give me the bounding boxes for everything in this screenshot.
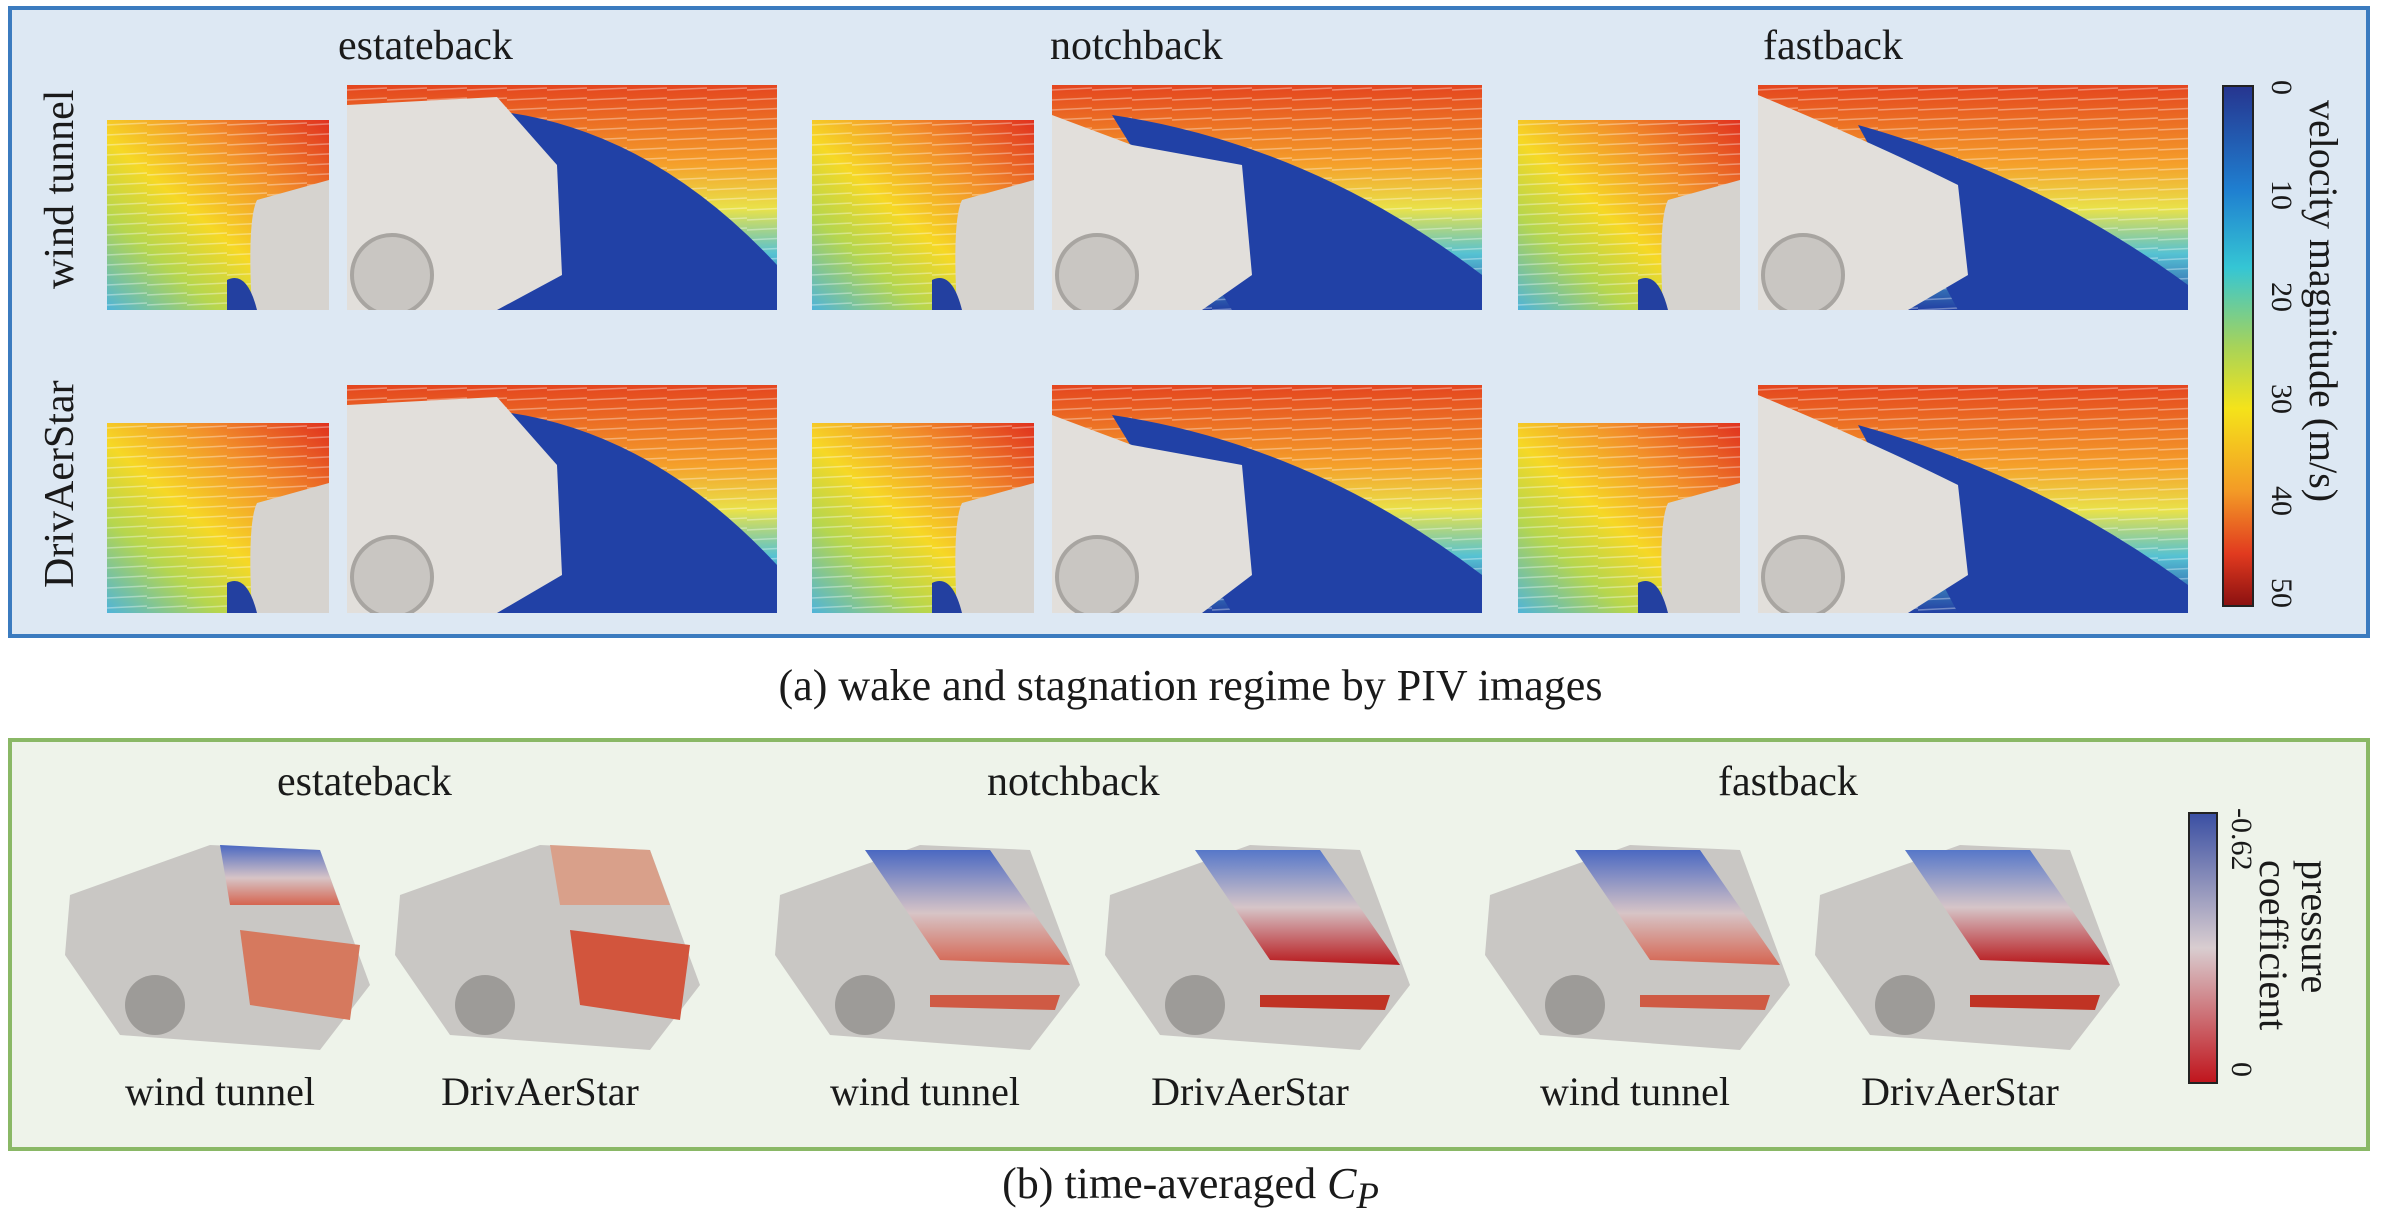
panel-b-sublabel-notchback-wind-tunnel: wind tunnel (830, 1069, 1020, 1114)
piv-wake-fastback-drivaerstar (1758, 385, 2188, 613)
panel-a-col-title-notchback: notchback (1050, 23, 1223, 69)
panel-b-sublabel-fastback-wind-tunnel: wind tunnel (1540, 1069, 1730, 1114)
panel-a-row-label-wind-tunnel: wind tunnel (37, 89, 83, 289)
cp-car-estateback-wind-tunnel (65, 845, 370, 1050)
cp-car-notchback-drivaerstar (1105, 845, 1410, 1050)
panel-b-sublabel-estateback-drivaerstar: DrivAerStar (441, 1069, 639, 1114)
velocity-colorbar-label: velocity magnitude (m/s) (2301, 100, 2346, 503)
panel-b-col-title-notchback: notchback (987, 759, 1160, 805)
pressure-tick-bottom: 0 (2225, 1062, 2258, 1077)
panel-b-col-title-fastback: fastback (1718, 759, 1858, 805)
panel-a-caption: (a) wake and stagnation regime by PIV im… (778, 661, 1603, 710)
panel-b-caption-subscript: P (1356, 1174, 1379, 1216)
cp-car-fastback-wind-tunnel (1485, 845, 1790, 1050)
velocity-tick-50: 50 (2265, 578, 2298, 608)
velocity-colorbar (2222, 85, 2254, 607)
piv-front-estateback-wind-tunnel (107, 120, 329, 310)
velocity-tick-0: 0 (2265, 80, 2298, 95)
piv-front-notchback-wind-tunnel (812, 120, 1034, 310)
pressure-colorbar-label-line2: coefficient (2251, 860, 2296, 1031)
panel-a-col-title-fastback: fastback (1763, 23, 1903, 69)
panel-b-caption-text: (b) time-averaged (1002, 1159, 1328, 1208)
panel-b-sublabel-estateback-wind-tunnel: wind tunnel (125, 1069, 315, 1114)
piv-front-fastback-drivaerstar (1518, 423, 1740, 613)
piv-wake-estateback-wind-tunnel (347, 85, 777, 310)
pressure-colorbar (2188, 812, 2218, 1084)
cp-car-fastback-drivaerstar (1815, 845, 2120, 1050)
piv-front-estateback-drivaerstar (107, 423, 329, 613)
cp-car-notchback-wind-tunnel (775, 845, 1080, 1050)
cp-car-estateback-drivaerstar (395, 845, 700, 1050)
piv-wake-fastback-wind-tunnel (1758, 85, 2188, 310)
piv-wake-notchback-wind-tunnel (1052, 85, 1482, 310)
velocity-tick-10: 10 (2265, 180, 2298, 210)
panel-b-sublabel-fastback-drivaerstar: DrivAerStar (1861, 1069, 2059, 1114)
piv-front-notchback-drivaerstar (812, 423, 1034, 613)
panel-b-col-title-estateback: estateback (277, 759, 452, 805)
panel-b-sublabel-notchback-drivaerstar: DrivAerStar (1151, 1069, 1349, 1114)
pressure-colorbar-label-line1: pressure (2293, 860, 2338, 994)
velocity-tick-20: 20 (2265, 282, 2298, 312)
panel-a-row-label-drivaerstar: DrivAerStar (37, 380, 83, 588)
panel-b-caption-symbol: C (1327, 1159, 1357, 1208)
velocity-tick-30: 30 (2265, 384, 2298, 414)
piv-front-fastback-wind-tunnel (1518, 120, 1740, 310)
panel-a-col-title-estateback: estateback (338, 23, 513, 69)
piv-wake-notchback-drivaerstar (1052, 385, 1482, 613)
panel-b-caption: (b) time-averaged CP (0, 1158, 2381, 1217)
piv-wake-estateback-drivaerstar (347, 385, 777, 613)
velocity-tick-40: 40 (2265, 486, 2298, 516)
